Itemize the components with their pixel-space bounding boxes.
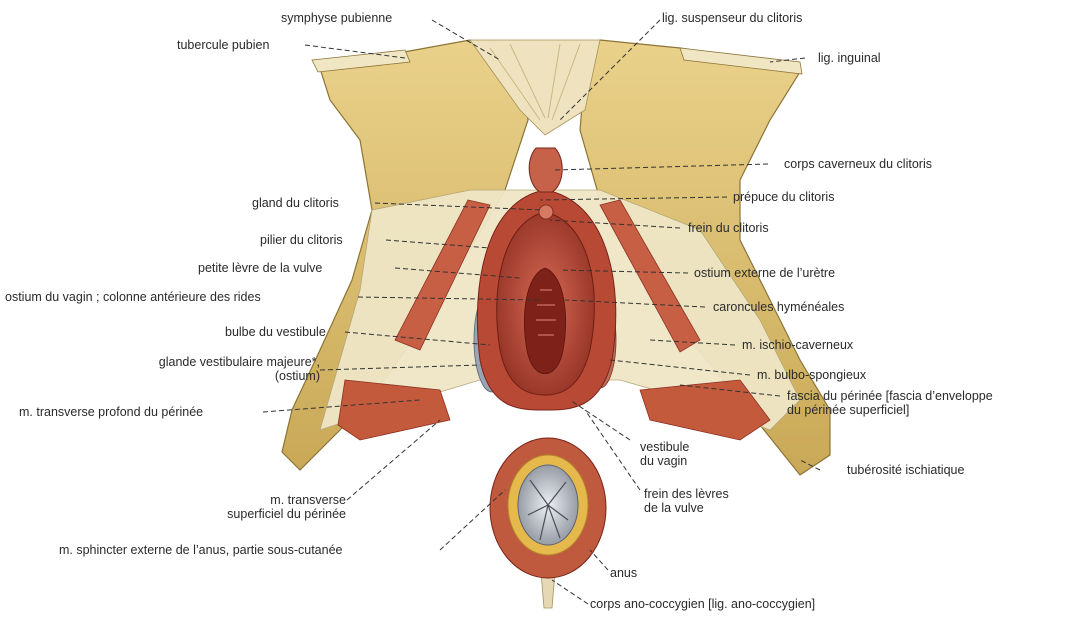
- label-ostium-vagin: ostium du vagin ; colonne antérieure des…: [5, 290, 261, 304]
- label-frein-levres-line2: de la vulve: [644, 501, 704, 515]
- label-bulbe: bulbe du vestibule: [225, 325, 326, 339]
- label-petite-levre: petite lèvre de la vulve: [198, 261, 322, 275]
- label-fascia: fascia du périnée [fascia d’enveloppe du…: [787, 389, 993, 417]
- label-glande-vestibulaire: glande vestibulaire majeure*, (ostium): [140, 355, 320, 383]
- vaginal-ostium: [524, 268, 565, 374]
- label-symphyse-pubienne: symphyse pubienne: [281, 11, 392, 25]
- label-lig-suspenseur: lig. suspenseur du clitoris: [662, 11, 802, 25]
- label-bulbo-spongieux: m. bulbo-spongieux: [757, 368, 866, 382]
- label-corps-ano-coccygien: corps ano-coccygien [lig. ano-coccygien]: [590, 597, 815, 611]
- label-ostium-uretre: ostium externe de l’urètre: [694, 266, 835, 280]
- label-tubercule-pubien: tubercule pubien: [177, 38, 269, 52]
- label-anus: anus: [610, 566, 637, 580]
- deep-transverse-muscle-left: [338, 380, 450, 440]
- anal-region: [490, 438, 606, 608]
- label-gland: gland du clitoris: [252, 196, 339, 210]
- label-caroncules: caroncules hyménéales: [713, 300, 844, 314]
- label-transverse-superficiel-line1: m. transverse: [270, 493, 346, 507]
- label-transverse-profond: m. transverse profond du périnée: [19, 405, 203, 419]
- label-frein-levres: frein des lèvres de la vulve: [644, 487, 729, 515]
- glans-clitoris: [539, 205, 553, 219]
- label-prepuce: prépuce du clitoris: [733, 190, 834, 204]
- label-transverse-superficiel-line2: superficiel du périnée: [227, 507, 346, 521]
- label-sphincter: m. sphincter externe de l’anus, partie s…: [59, 543, 343, 557]
- label-vestibule-line1: vestibule: [640, 440, 689, 454]
- label-tuberosite: tubérosité ischiatique: [847, 463, 964, 477]
- label-ischio-caverneux: m. ischio-caverneux: [742, 338, 853, 352]
- label-transverse-superficiel: m. transverse superficiel du périnée: [180, 493, 346, 521]
- label-frein-clitoris: frein du clitoris: [688, 221, 769, 235]
- label-frein-levres-line1: frein des lèvres: [644, 487, 729, 501]
- label-glande-vestibulaire-line2: (ostium): [275, 369, 320, 383]
- label-glande-vestibulaire-line1: glande vestibulaire majeure*,: [159, 355, 320, 369]
- label-vestibule-line2: du vagin: [640, 454, 687, 468]
- label-vestibule: vestibule du vagin: [640, 440, 689, 468]
- label-fascia-line2: du périnée superficiel]: [787, 403, 909, 417]
- label-pilier: pilier du clitoris: [260, 233, 343, 247]
- label-corps-caverneux: corps caverneux du clitoris: [784, 157, 932, 171]
- label-lig-inguinal: lig. inguinal: [818, 51, 881, 65]
- label-fascia-line1: fascia du périnée [fascia d’enveloppe: [787, 389, 993, 403]
